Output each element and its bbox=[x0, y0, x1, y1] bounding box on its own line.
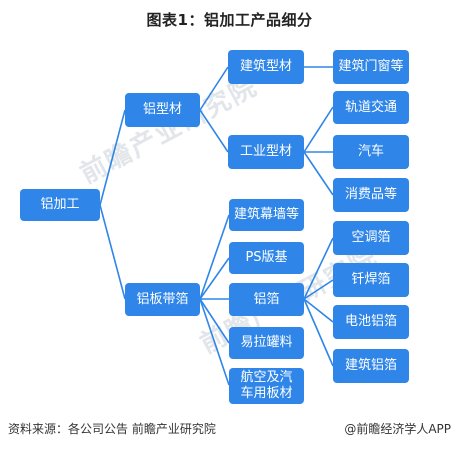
source-note: 资料来源：各公司公告 前瞻产业研究院 bbox=[8, 422, 216, 436]
edge-foil-building bbox=[303, 298, 334, 367]
node-ac-foil-label: 空调箔 bbox=[351, 230, 391, 245]
node-industrial-profile-label: 工业型材 bbox=[239, 144, 292, 159]
edge-industrial-consumer bbox=[303, 151, 334, 196]
node-curtain-wall-label: 建筑幕墙等 bbox=[233, 207, 299, 222]
node-aluminum-processing-label: 铝加工 bbox=[40, 197, 80, 212]
node-ps-plate-label: PS版基 bbox=[245, 250, 288, 265]
node-ac-foil: 空调箔 bbox=[333, 221, 409, 255]
edge-strip-aero bbox=[199, 298, 230, 386]
edge-foil-ac bbox=[303, 237, 334, 300]
edge-foil-brazing bbox=[303, 279, 334, 300]
edge-strip-curtain bbox=[199, 214, 230, 300]
node-building-doors-windows: 建筑门窗等 bbox=[333, 50, 409, 84]
node-consumer-goods-label: 消费品等 bbox=[344, 187, 397, 202]
node-aluminum-strip-foil: 铝板带箔 bbox=[125, 283, 200, 316]
edge-foil-battery bbox=[303, 298, 334, 323]
node-foil-label: 铝箔 bbox=[253, 291, 280, 307]
node-aluminum-profile-label: 铝型材 bbox=[142, 102, 182, 117]
brand-credit: @前瞻经济学人APP bbox=[344, 422, 451, 436]
node-building-profile-label: 建筑型材 bbox=[239, 59, 292, 74]
node-building-foil: 建筑铝箔 bbox=[333, 349, 409, 383]
node-curtain-wall: 建筑幕墙等 bbox=[229, 199, 304, 231]
node-industrial-profile: 工业型材 bbox=[228, 135, 304, 169]
node-consumer-goods: 消费品等 bbox=[333, 178, 409, 212]
node-aero-auto-sheet: 航空及汽车用板材 bbox=[229, 368, 304, 404]
edge-profile-industrial bbox=[199, 109, 229, 153]
node-building-profile: 建筑型材 bbox=[228, 50, 304, 84]
node-battery-foil-label: 电池铝箔 bbox=[344, 314, 397, 329]
edge-profile-building bbox=[199, 66, 229, 111]
node-foil: 铝箔 bbox=[229, 283, 304, 316]
node-rail-transit: 轨道交通 bbox=[333, 91, 409, 124]
node-brazing-foil: 钎焊箔 bbox=[333, 263, 409, 297]
node-can-stock-label: 易拉罐料 bbox=[240, 335, 293, 350]
edge-strip-ps bbox=[199, 257, 230, 300]
footer: 资料来源：各公司公告 前瞻产业研究院 @前瞻经济学人APP bbox=[8, 420, 451, 437]
node-building-foil-label: 建筑铝箔 bbox=[344, 358, 397, 373]
node-automobile-label: 汽车 bbox=[357, 144, 384, 159]
node-battery-foil: 电池铝箔 bbox=[333, 305, 409, 339]
edge-industrial-rail bbox=[303, 106, 334, 153]
chart-title: 图表1：铝加工产品细分 bbox=[146, 11, 313, 29]
edge-root-profile bbox=[99, 109, 126, 206]
edge-strip-can bbox=[199, 298, 230, 344]
node-automobile: 汽车 bbox=[333, 135, 409, 169]
node-aluminum-profile: 铝型材 bbox=[125, 93, 200, 127]
node-rail-transit-label: 轨道交通 bbox=[344, 99, 397, 115]
node-aluminum-processing: 铝加工 bbox=[20, 189, 100, 221]
node-can-stock: 易拉罐料 bbox=[229, 327, 304, 359]
node-aluminum-strip-foil-label: 铝板带箔 bbox=[136, 291, 189, 307]
node-building-doors-windows-label: 建筑门窗等 bbox=[338, 59, 404, 74]
node-ps-plate: PS版基 bbox=[229, 242, 304, 274]
edge-root-strip-foil bbox=[99, 204, 126, 300]
node-aero-auto-sheet-label: 航空及汽车用板材 bbox=[240, 370, 293, 401]
node-brazing-foil-label: 钎焊箔 bbox=[351, 272, 391, 287]
